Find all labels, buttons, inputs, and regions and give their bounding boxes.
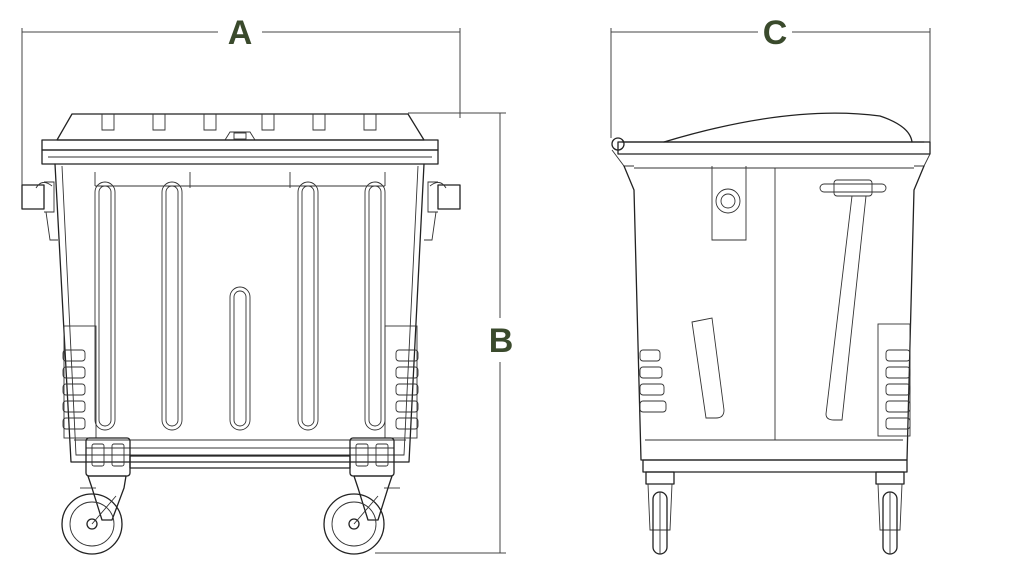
front-castor-left (61, 475, 127, 555)
dimension-label-a: A (228, 14, 253, 52)
dimension-label-c: C (763, 14, 788, 52)
front-side-handles (21, 181, 461, 241)
dimension-label-b: B (489, 322, 514, 360)
front-view (21, 113, 461, 555)
dimension-c: C (610, 14, 931, 150)
dimension-a: A (21, 14, 461, 185)
side-castor-right (875, 471, 905, 555)
front-castor-right (323, 475, 400, 555)
side-castor-left (645, 471, 675, 555)
side-view (611, 112, 931, 555)
side-lid (611, 112, 931, 167)
front-body (54, 163, 425, 463)
front-base-frame (85, 437, 395, 477)
dimension-b: B (375, 112, 514, 554)
front-lid (41, 113, 439, 165)
front-corner-guides (62, 325, 419, 439)
side-body (623, 165, 925, 473)
